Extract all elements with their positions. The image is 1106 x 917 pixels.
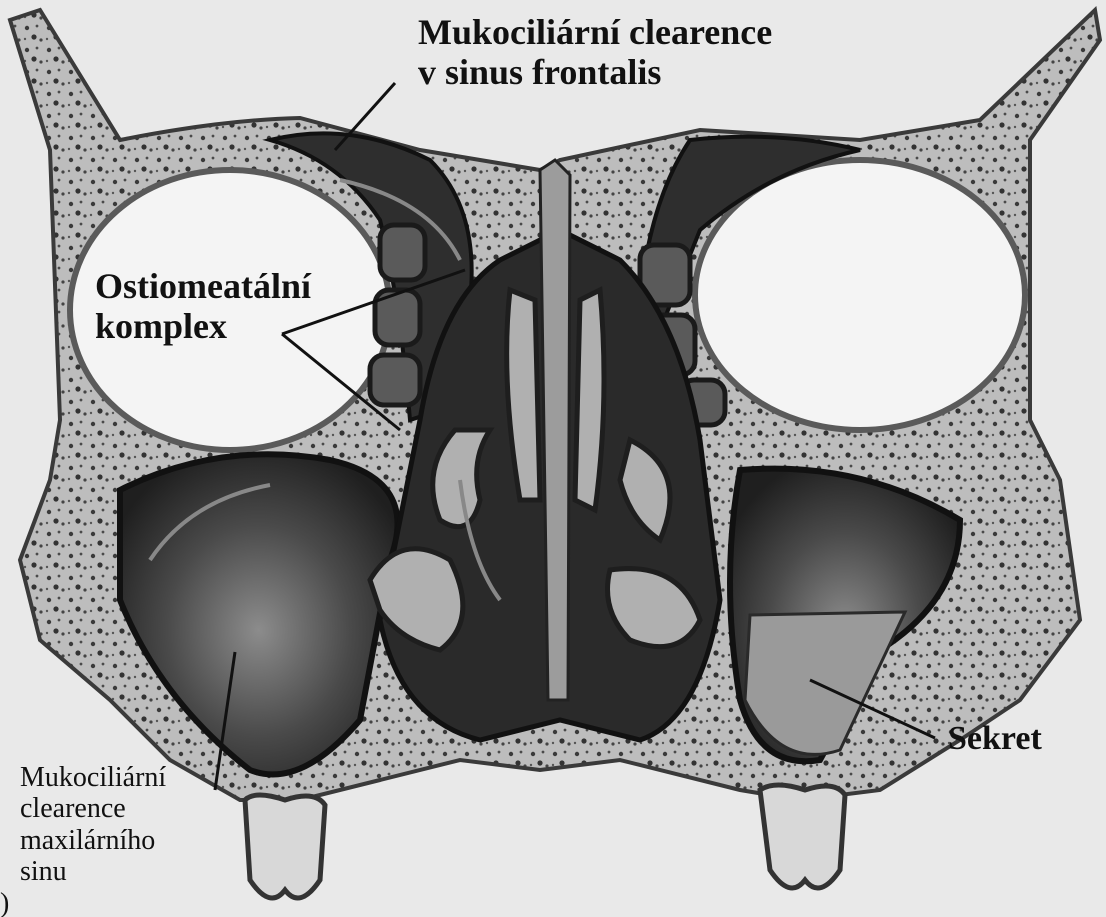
maxillary-clearance-line2: clearence bbox=[20, 793, 166, 824]
frontal-clearance-label-line1: Mukociliární clearence bbox=[418, 12, 772, 52]
right-orbit bbox=[695, 160, 1025, 430]
cropped-paren-glyph: ) bbox=[0, 888, 9, 917]
secretion-label: Sekret bbox=[948, 720, 1042, 758]
teeth bbox=[245, 785, 845, 898]
maxillary-clearance-line3: maxilárního bbox=[20, 825, 166, 856]
ostiomeatal-complex-label: Ostiomeatální komplex bbox=[95, 266, 311, 347]
maxillary-clearance-line1: Mukociliární bbox=[20, 762, 166, 793]
frontal-clearance-label: Mukociliární clearence v sinus frontalis bbox=[418, 12, 772, 93]
maxillary-clearance-line4: sinu bbox=[20, 856, 166, 887]
ostiomeatal-complex-label-line2: komplex bbox=[95, 306, 311, 346]
frontal-clearance-label-line2: v sinus frontalis bbox=[418, 52, 772, 92]
ostiomeatal-complex-label-line1: Ostiomeatální bbox=[95, 266, 311, 306]
maxillary-clearance-label: Mukociliární clearence maxilárního sinu bbox=[20, 762, 166, 887]
